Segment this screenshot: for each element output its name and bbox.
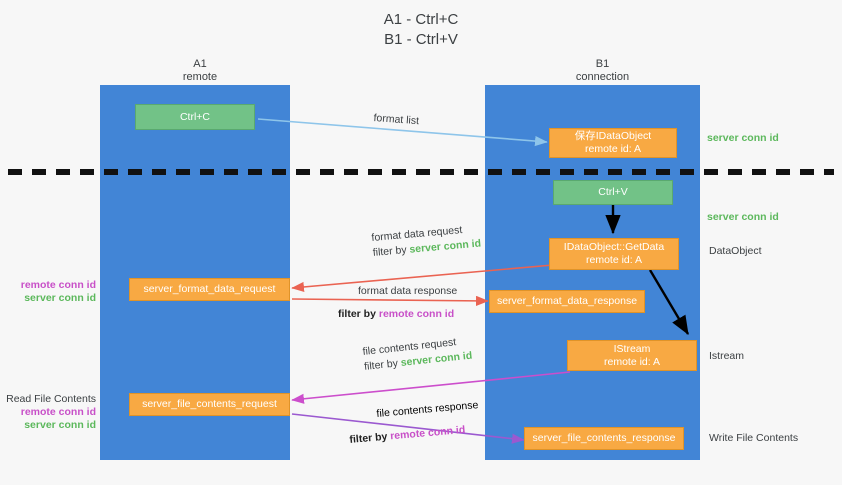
title-line-2: B1 - Ctrl+V: [384, 31, 458, 48]
box-idataobject-getdata[interactable]: IDataObject::GetData remote id: A: [549, 238, 679, 270]
side-label-dataobject: DataObject: [709, 245, 762, 257]
side-label-remote-conn-id-1: remote conn id: [20, 279, 96, 291]
box-server-file-contents-response[interactable]: server_file_contents_response: [524, 427, 684, 450]
side-label-server-conn-id-1: server conn id: [24, 292, 96, 304]
column-header-b1: B1 connection: [535, 58, 670, 84]
column-header-a1: A1 remote: [140, 58, 260, 84]
side-label-server-conn-id-top: server conn id: [707, 132, 779, 144]
box-server-format-data-request-label: server_format_data_request: [143, 283, 276, 295]
filter-by-text: filter by: [372, 243, 408, 259]
box-save-idataobject-line1: 保存IDataObject: [574, 130, 652, 142]
box-ctrl-c-label: Ctrl+C: [179, 110, 211, 123]
filter-by-text-4: filter by: [349, 430, 388, 446]
arrow-format-list: [257, 118, 548, 147]
arrow-getdata-to-istream: [648, 269, 690, 336]
title-line-1: A1 - Ctrl+C: [383, 11, 459, 28]
side-label-istream: Istream: [709, 350, 745, 362]
side-label-remote-conn-id-2: remote conn id: [20, 406, 96, 418]
side-label-write-file-contents: Write File Contents: [709, 432, 799, 444]
box-server-file-contents-request-label: server_file_contents_request: [142, 398, 277, 410]
box-server-format-data-request[interactable]: server_format_data_request: [129, 278, 290, 301]
arrow-file-contents-request: [291, 371, 571, 404]
box-save-idataobject-line2: remote id: A: [584, 143, 642, 155]
side-label-server-conn-id-2: server conn id: [24, 419, 96, 431]
box-istream[interactable]: IStream remote id: A: [567, 340, 697, 371]
box-ctrl-c[interactable]: Ctrl+C: [135, 104, 255, 130]
box-save-idataobject[interactable]: 保存IDataObject remote id: A: [549, 128, 677, 158]
remote-conn-id-text: remote conn id: [378, 308, 455, 320]
box-ctrl-v-label: Ctrl+V: [598, 186, 628, 198]
box-server-format-data-response-label: server_format_data_response: [496, 295, 638, 307]
filter-by-text-3: filter by: [363, 357, 399, 373]
filter-by-text-2: filter by: [338, 308, 376, 320]
box-server-file-contents-request[interactable]: server_file_contents_request: [129, 393, 290, 416]
side-label-read-file-contents: Read File Contents: [6, 393, 96, 405]
column-header-a1-name: A1: [193, 58, 207, 70]
side-label-read-file-contents-group: Read File Contents remote conn id server…: [0, 393, 96, 432]
arrow-file-contents-response: [291, 413, 525, 444]
box-istream-line2: remote id: A: [603, 355, 661, 368]
box-server-format-data-response[interactable]: server_format_data_response: [489, 290, 645, 313]
box-istream-line1: IStream: [613, 342, 651, 355]
side-label-server-conn-id-mid: server conn id: [707, 211, 779, 223]
edge-label-format-data-response-filter: filter by remote conn id: [338, 308, 457, 321]
side-label-conn-ids-top: remote conn id server conn id: [0, 279, 96, 305]
arrow-format-data-request: [291, 264, 554, 293]
page-title: A1 - Ctrl+C B1 - Ctrl+V: [0, 10, 842, 50]
edge-label-format-data-response: format data response: [358, 285, 458, 297]
column-header-a1-sub: remote: [182, 71, 218, 83]
column-header-b1-name: B1: [595, 58, 610, 70]
edge-label-format-data-response-group: format data response filter by remote co…: [338, 285, 458, 321]
box-ctrl-v[interactable]: Ctrl+V: [553, 180, 673, 205]
box-idataobject-getdata-line1: IDataObject::GetData: [563, 241, 665, 253]
box-idataobject-getdata-line2: remote id: A: [585, 254, 643, 266]
column-header-b1-sub: connection: [575, 71, 630, 83]
box-server-file-contents-response-label: server_file_contents_response: [532, 432, 676, 444]
arrow-format-data-response: [291, 295, 489, 306]
